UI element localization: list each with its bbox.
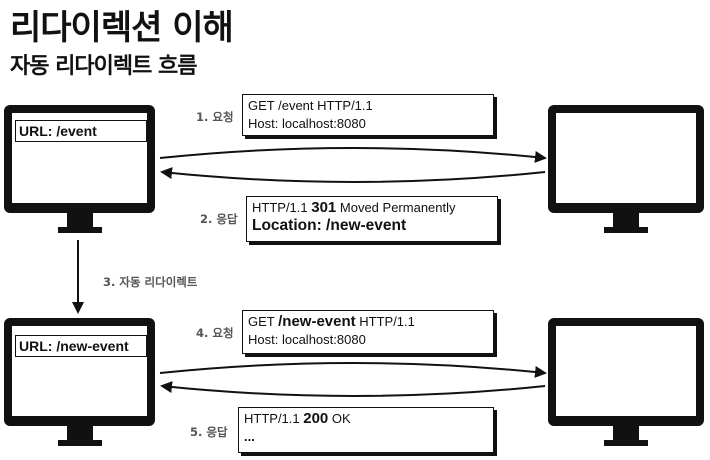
step-label-4: 4. 요청 xyxy=(196,326,234,340)
response-1-status-code: 301 xyxy=(311,199,337,216)
server-monitor-bottom-icon xyxy=(548,318,704,446)
response-2-reason: OK xyxy=(328,411,351,426)
step-label-3: 3. 자동 리다이렉트 xyxy=(103,275,198,289)
response-2-line-1: HTTP/1.1 200 OK xyxy=(244,410,488,428)
response-message-1: HTTP/1.1 301 Moved Permanently Location:… xyxy=(246,196,498,242)
step-label-1: 1. 요청 xyxy=(196,110,234,124)
response-1-reason: Moved Permanently xyxy=(336,200,456,215)
request-arrow-bottom xyxy=(159,362,547,378)
request-message-1: GET /event HTTP/1.1 Host: localhost:8080 xyxy=(242,94,494,136)
url-box-top: URL: /event xyxy=(15,120,147,142)
page-title: 리다이렉션 이해 xyxy=(10,8,234,48)
response-1-version: HTTP/1.1 xyxy=(252,200,312,215)
request-2-path: /new-event xyxy=(278,313,356,330)
response-message-2: HTTP/1.1 200 OK ... xyxy=(238,407,494,453)
request-1-line-1: GET /event HTTP/1.1 xyxy=(248,98,373,113)
request-2-method: GET xyxy=(248,314,279,329)
request-2-line-2: Host: localhost:8080 xyxy=(248,332,366,347)
response-2-version: HTTP/1.1 xyxy=(244,411,304,426)
request-message-2: GET /new-event HTTP/1.1 Host: localhost:… xyxy=(242,310,494,354)
url-box-bottom: URL: /new-event xyxy=(15,335,147,357)
response-2-status-code: 200 xyxy=(303,410,329,427)
request-1-line-2: Host: localhost:8080 xyxy=(248,116,366,131)
response-1-line-1: HTTP/1.1 301 Moved Permanently xyxy=(252,199,492,217)
response-2-line-2: ... xyxy=(244,429,255,444)
step-label-5: 5. 응답 xyxy=(190,425,228,439)
request-2-line-1: GET /new-event HTTP/1.1 xyxy=(248,313,488,331)
page-subtitle: 자동 리다이렉트 흐름 xyxy=(10,54,197,79)
response-arrow-bottom xyxy=(160,381,546,397)
response-1-location-header: Location: /new-event xyxy=(252,217,407,234)
step-label-2: 2. 응답 xyxy=(200,212,238,226)
request-arrow-top xyxy=(159,147,547,163)
response-arrow-top xyxy=(160,167,546,183)
server-monitor-top-icon xyxy=(548,105,704,233)
request-2-version: HTTP/1.1 xyxy=(355,314,415,329)
